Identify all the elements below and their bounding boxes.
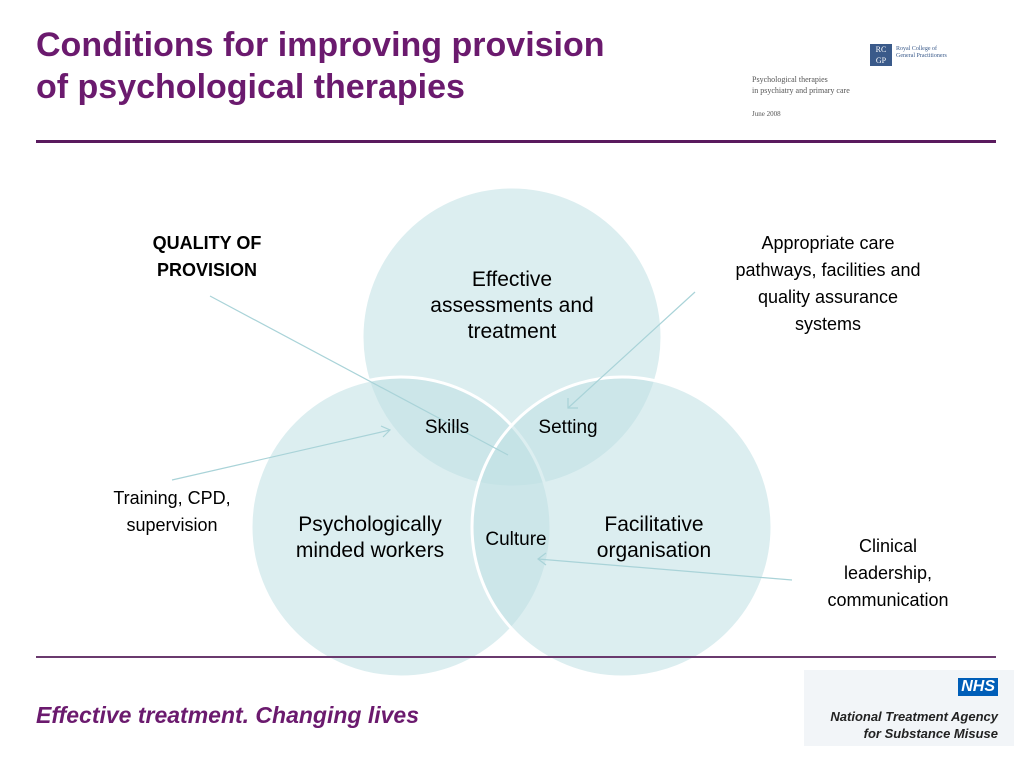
callout-quality-line-1: QUALITY OF — [152, 233, 262, 253]
circle-right-label-line-2: organisation — [596, 539, 712, 562]
venn-circles — [249, 185, 774, 679]
callout-care-line-2: pathways, facilities and — [735, 260, 921, 280]
arrow-heads — [380, 398, 578, 566]
callout-leadership-line-2: leadership, — [843, 563, 933, 583]
circle-left-label-line-1: Psychologically — [298, 513, 442, 536]
callout-care-line-4: systems — [794, 314, 861, 334]
title-line-1: Conditions for improving provision — [36, 26, 605, 64]
rcgp-org-name: Royal College of General Practitioners — [896, 46, 986, 60]
header-divider — [36, 140, 996, 143]
title-line-2: of psychological therapies — [36, 68, 465, 106]
connector-training — [171, 429, 391, 481]
rcgp-org-line-1: Royal College of — [896, 46, 937, 52]
connector-care-pathways — [567, 291, 696, 409]
circle-top-label-line-3: treatment — [467, 320, 557, 343]
arrowhead-training — [380, 425, 392, 438]
circle-right-label-line-1: Facilitative — [604, 513, 704, 536]
rcgp-logo: RC GP — [870, 44, 892, 66]
report-subtitle-line-2: in psychiatry and primary care — [752, 86, 850, 95]
report-date: June 2008 — [752, 110, 781, 118]
circle-top-label-line-1: Effective — [471, 268, 553, 291]
callout-training-line-1: Training, CPD, — [113, 488, 231, 508]
callout-leadership-line-1: Clinical — [858, 536, 918, 556]
callout-care-pathways: Appropriate care pathways, facilities an… — [698, 230, 958, 338]
agency-name-line-1: National Treatment Agency — [830, 709, 998, 724]
rcgp-org-line-2: General Practitioners — [896, 53, 947, 59]
callout-leadership: Clinical leadership, communication — [796, 533, 980, 614]
callout-quality-line-2: PROVISION — [156, 260, 258, 280]
footer-divider — [36, 656, 996, 658]
callout-care-line-3: quality assurance — [757, 287, 899, 307]
arrowhead-care-pathways — [567, 398, 578, 409]
agency-name-line-2: for Substance Misuse — [863, 726, 998, 741]
overlap-culture-label: Culture — [485, 529, 547, 550]
connector-lines — [171, 291, 793, 581]
nta-logo: NHS National Treatment Agency for Substa… — [804, 670, 1014, 746]
callout-quality-of-provision: QUALITY OF PROVISION — [112, 230, 302, 284]
rcgp-logo-row-2: GP — [875, 56, 887, 65]
callout-leadership-line-3: communication — [827, 590, 949, 610]
circle-left-label-line-2: minded workers — [295, 539, 445, 562]
agency-name: National Treatment Agency for Substance … — [830, 708, 998, 742]
connector-leadership — [537, 558, 793, 581]
connector-quality — [209, 295, 509, 456]
rcgp-logo-row-1: RC — [875, 45, 887, 54]
page-title: Conditions for improving provision of ps… — [36, 24, 736, 108]
callout-training: Training, CPD, supervision — [82, 485, 262, 539]
arrowhead-leadership — [537, 552, 547, 566]
callout-care-line-1: Appropriate care — [761, 233, 895, 253]
callout-training-line-2: supervision — [126, 515, 218, 535]
report-subtitle-line-1: Psychological therapies — [752, 75, 828, 84]
circle-top-label-line-2: assessments and — [430, 294, 594, 317]
overlap-setting-label: Setting — [538, 417, 598, 438]
footer-slogan: Effective treatment. Changing lives — [36, 702, 420, 728]
circle-right — [470, 375, 774, 679]
report-subtitle: Psychological therapies in psychiatry an… — [752, 74, 992, 96]
nhs-logo: NHS — [958, 678, 998, 696]
circle-top-label: Effective assessments and treatment — [392, 267, 632, 345]
circle-left-label: Psychologically minded workers — [265, 512, 475, 564]
circle-right-label: Facilitative organisation — [564, 512, 744, 564]
overlap-skills-label: Skills — [424, 417, 470, 438]
